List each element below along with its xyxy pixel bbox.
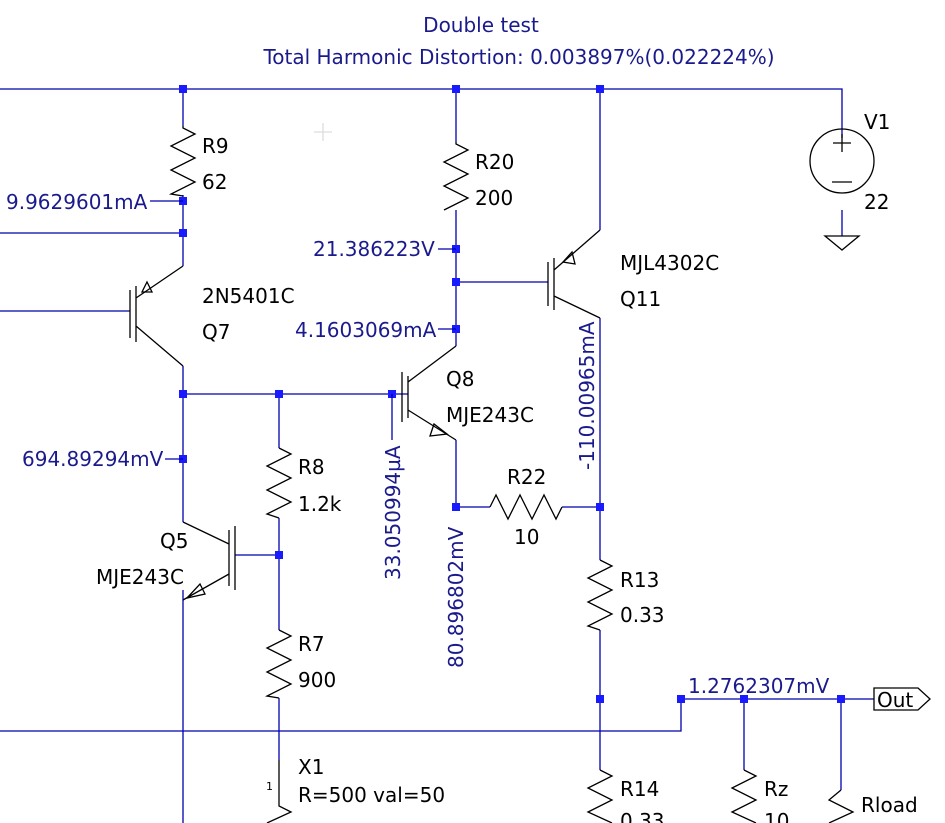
meas-i-r9: 9.9629601mA bbox=[6, 190, 148, 214]
resistor-r22[interactable]: R22 10 bbox=[489, 465, 563, 549]
resistor-rz[interactable]: Rz 10 bbox=[730, 769, 789, 823]
svg-text:10: 10 bbox=[764, 809, 789, 823]
svg-text:MJL4302C: MJL4302C bbox=[620, 251, 719, 275]
svg-text:900: 900 bbox=[298, 668, 336, 692]
svg-text:R13: R13 bbox=[620, 568, 659, 592]
svg-text:R20: R20 bbox=[475, 150, 514, 174]
svg-text:Rload: Rload bbox=[861, 793, 918, 817]
svg-text:R7: R7 bbox=[298, 632, 325, 656]
meas-v-out: 1.2762307mV bbox=[688, 674, 830, 698]
voltage-source-v1[interactable]: V1 22 bbox=[809, 110, 890, 251]
transistor-q8[interactable]: Q8 MJE243C bbox=[401, 345, 534, 441]
meas-i-q11: -110.00965mA bbox=[575, 321, 599, 470]
svg-text:10: 10 bbox=[514, 525, 539, 549]
potentiometer-x1[interactable]: 1 X1 R=500 val=50 bbox=[266, 755, 445, 823]
meas-v-q8-emitter: 80.896802mV bbox=[444, 526, 468, 668]
transistor-q5[interactable]: Q5 MJE243C bbox=[96, 521, 236, 601]
svg-text:R14: R14 bbox=[620, 777, 659, 801]
schematic-title: Double test bbox=[423, 13, 539, 37]
svg-text:Rz: Rz bbox=[764, 777, 788, 801]
svg-text:Q5: Q5 bbox=[160, 529, 188, 553]
svg-text:V1: V1 bbox=[864, 110, 890, 134]
svg-text:Q7: Q7 bbox=[202, 320, 230, 344]
meas-v-q5-collector: 694.89294mV bbox=[22, 447, 164, 471]
transistor-q7[interactable]: 2N5401C Q7 bbox=[129, 265, 295, 367]
meas-i-q8-base: 33.050994µA bbox=[381, 445, 405, 580]
thd-directive: Total Harmonic Distortion: 0.003897%(0.0… bbox=[262, 45, 774, 69]
svg-text:MJE243C: MJE243C bbox=[446, 403, 534, 427]
svg-text:0.33: 0.33 bbox=[620, 603, 665, 627]
svg-text:22: 22 bbox=[864, 190, 889, 214]
measurement-labels: 9.9629601mA 21.386223V 4.1603069mA 694.8… bbox=[6, 190, 830, 698]
resistor-r8[interactable]: R8 1.2k bbox=[265, 447, 342, 519]
cursor-crosshair bbox=[314, 123, 332, 141]
svg-text:R9: R9 bbox=[202, 134, 229, 158]
svg-text:Q11: Q11 bbox=[620, 287, 661, 311]
svg-text:Out: Out bbox=[877, 688, 913, 712]
svg-text:X1: X1 bbox=[298, 755, 324, 779]
svg-text:R8: R8 bbox=[298, 455, 325, 479]
meas-i-r20: 4.1603069mA bbox=[295, 318, 437, 342]
svg-text:200: 200 bbox=[475, 186, 513, 210]
meas-v-q11-base: 21.386223V bbox=[313, 237, 435, 261]
wires bbox=[0, 88, 874, 823]
svg-text:1: 1 bbox=[266, 780, 273, 793]
svg-text:62: 62 bbox=[202, 170, 227, 194]
svg-text:0.33: 0.33 bbox=[620, 809, 665, 823]
svg-text:R22: R22 bbox=[507, 465, 546, 489]
resistor-r14[interactable]: R14 0.33 bbox=[586, 769, 665, 823]
resistor-rload[interactable]: Rload bbox=[827, 789, 918, 823]
resistor-r7[interactable]: R7 900 bbox=[264, 629, 336, 699]
svg-text:Q8: Q8 bbox=[446, 367, 474, 391]
svg-text:2N5401C: 2N5401C bbox=[202, 284, 295, 308]
resistor-r20[interactable]: R20 200 bbox=[442, 142, 514, 211]
svg-text:MJE243C: MJE243C bbox=[96, 565, 184, 589]
resistor-r9[interactable]: R9 62 bbox=[168, 126, 229, 197]
svg-text:1.2k: 1.2k bbox=[298, 492, 342, 516]
resistor-r13[interactable]: R13 0.33 bbox=[586, 559, 665, 631]
svg-text:R=500 val=50: R=500 val=50 bbox=[298, 783, 445, 807]
output-port-out[interactable]: Out bbox=[873, 687, 931, 712]
transistor-q11[interactable]: MJL4302C Q11 bbox=[547, 229, 719, 319]
